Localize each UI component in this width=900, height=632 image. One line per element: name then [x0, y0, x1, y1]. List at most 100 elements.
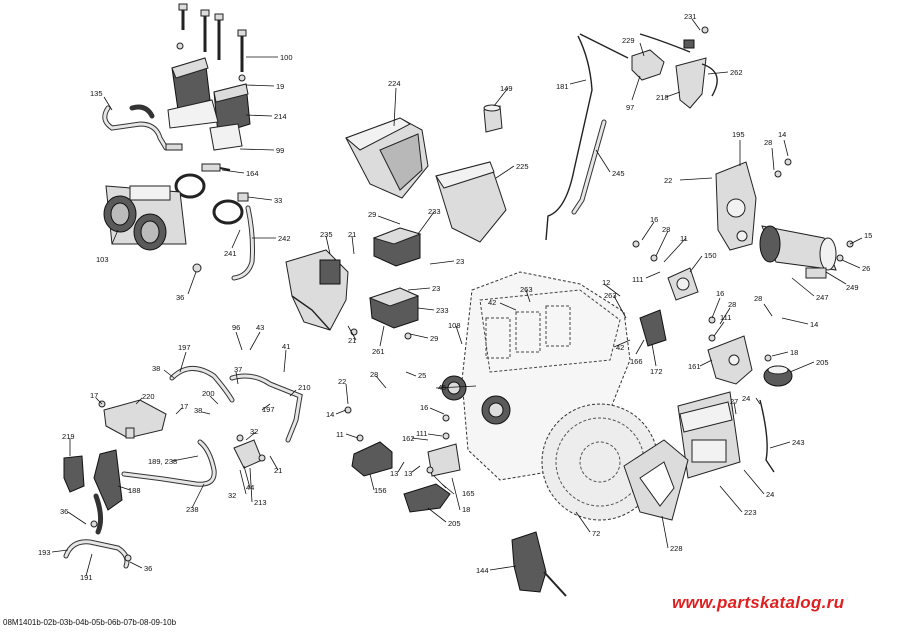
- callout-23: 23: [432, 284, 440, 293]
- callout-14: 14: [810, 320, 818, 329]
- callout-22: 22: [338, 377, 346, 386]
- callout-161: 161: [688, 362, 701, 371]
- hose-245: [571, 119, 607, 215]
- bracket-220: [103, 399, 167, 439]
- callout-labels: 100 19 214 99 135 164 33 242 241 103 36 …: [38, 12, 872, 582]
- callout-18: 18: [462, 505, 470, 514]
- callout-37: 37: [234, 365, 242, 374]
- callout-149: 149: [500, 84, 513, 93]
- callout-166: 166: [630, 357, 643, 366]
- callout-13: 13: [390, 469, 398, 478]
- bolt-set-100: [176, 3, 247, 82]
- callout-44: 44: [246, 483, 254, 492]
- callout-14: 14: [326, 410, 334, 419]
- callout-21: 21: [348, 230, 356, 239]
- bracket-161: [707, 335, 753, 385]
- callout-99: 99: [276, 146, 284, 155]
- rail-188: [93, 449, 123, 535]
- ignition-module-233b: [368, 287, 420, 329]
- callout-111: 111: [416, 429, 427, 438]
- callout-195: 195: [732, 130, 745, 139]
- callout-214: 214: [274, 112, 287, 121]
- callout-24: 24: [766, 490, 774, 499]
- hose-210: [229, 373, 303, 443]
- callout-42: 42: [488, 298, 496, 307]
- bracket-228: [623, 439, 689, 521]
- callout-205: 205: [448, 519, 461, 528]
- callout-32: 32: [250, 427, 258, 436]
- callout-233: 233: [436, 306, 449, 315]
- callout-111: 111: [632, 275, 643, 284]
- callout-220: 220: [142, 392, 155, 401]
- callout-249: 249: [846, 283, 859, 292]
- wire-243: [759, 399, 775, 473]
- callout-242: 242: [278, 234, 291, 243]
- callout-43: 43: [256, 323, 264, 332]
- callout-245: 245: [612, 169, 625, 178]
- callout-263: 263: [604, 291, 617, 300]
- callout-231: 231: [684, 12, 697, 21]
- callout-72: 72: [592, 529, 600, 538]
- callout-135: 135: [90, 89, 103, 98]
- callout-38: 38: [194, 406, 202, 415]
- callout-111: 111: [720, 313, 731, 322]
- ignition-coil-214: [167, 57, 251, 151]
- callout-103: 103: [96, 255, 109, 264]
- callout-241: 241: [224, 249, 237, 258]
- callout-24: 24: [742, 394, 750, 403]
- callout-197: 197: [262, 405, 275, 414]
- callout-16: 16: [716, 289, 724, 298]
- callout-181: 181: [556, 82, 569, 91]
- diagram-code: 08M1401b-02b-03b-04b-05b-06b-07b-08-09-1…: [3, 618, 177, 627]
- callout-29: 29: [368, 210, 376, 219]
- callout-36: 36: [176, 293, 184, 302]
- callout-228: 228: [670, 544, 683, 553]
- callout-162: 162: [402, 434, 415, 443]
- callout-16: 16: [650, 215, 658, 224]
- callout-15: 15: [864, 231, 872, 240]
- callout-218: 218: [656, 93, 669, 102]
- starter-249: [759, 225, 837, 279]
- valve-219: [63, 455, 85, 493]
- filter-149: [483, 104, 503, 133]
- callout-36: 36: [144, 564, 152, 573]
- hose-242: [231, 205, 255, 281]
- callout-96: 96: [232, 323, 240, 332]
- callout-193: 193: [38, 548, 51, 557]
- callout-41: 41: [282, 342, 290, 351]
- fasteners: [90, 158, 854, 562]
- callout-262: 262: [730, 68, 743, 77]
- callout-243: 243: [792, 438, 805, 447]
- callout-219: 219: [62, 432, 75, 441]
- callout-36: 36: [60, 507, 68, 516]
- callout-197: 197: [178, 343, 191, 352]
- callout-17: 17: [90, 391, 98, 400]
- callout-42: 42: [616, 343, 624, 352]
- manifold-235: [285, 249, 349, 331]
- callout-223: 223: [744, 508, 757, 517]
- callout-22: 22: [664, 176, 672, 185]
- callout-200: 200: [202, 389, 215, 398]
- callout-263: 263: [520, 285, 533, 294]
- hose-191: [63, 539, 130, 569]
- callout-191: 191: [80, 573, 93, 582]
- engine-block: [441, 271, 659, 521]
- hose-197: [169, 366, 235, 403]
- callout-45: 45: [438, 383, 446, 392]
- callout-23: 23: [456, 257, 464, 266]
- watermark-link[interactable]: www.partskatalog.ru: [672, 593, 845, 612]
- mount-205b: [403, 483, 451, 513]
- callout-165: 165: [462, 489, 475, 498]
- callout-38: 38: [152, 364, 160, 373]
- cable-181: [545, 33, 629, 241]
- ignition-module-233a: [372, 227, 422, 267]
- callout-108: 108: [448, 321, 461, 330]
- callout-205: 205: [816, 358, 829, 367]
- callout-144: 144: [476, 566, 489, 575]
- callout-225: 225: [516, 162, 529, 171]
- callout-229: 229: [622, 36, 635, 45]
- sensor-229: [631, 26, 718, 109]
- clamp-33: [174, 173, 249, 225]
- callout-210: 210: [298, 383, 311, 392]
